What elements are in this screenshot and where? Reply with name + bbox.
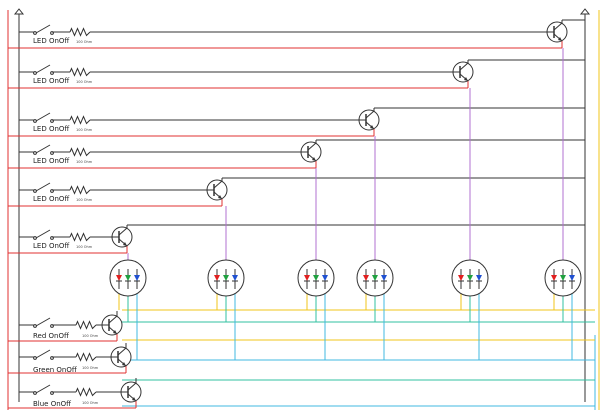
left-terminal — [13, 8, 25, 15]
rgb-led-5-diode-0 — [551, 275, 557, 281]
rgb-led-1-diode-0 — [214, 275, 220, 281]
right-terminal — [579, 8, 591, 15]
color-resistor-label-1: 100 Ohm — [82, 366, 99, 370]
led-switch-3-contact-a — [33, 151, 37, 155]
resistor-label-3: 100 Ohm — [76, 160, 93, 164]
row-transistor-4-arrow — [218, 195, 222, 199]
color-switch-1 — [35, 349, 51, 359]
row-transistor-5-collector — [118, 227, 128, 236]
resistor-1 — [69, 67, 91, 77]
color-switch-1-contact-a — [33, 356, 37, 360]
color-transistor-2-arrow — [132, 397, 136, 401]
color-resistor-label-0: 100 Ohm — [82, 334, 99, 338]
color-switch-label-0: Red OnOff — [33, 332, 69, 340]
row-transistor-3-collector — [307, 142, 317, 151]
resistor-label-0: 100 Ohm — [76, 40, 93, 44]
led-switch-0 — [35, 24, 51, 34]
rgb-led-2-diode-2 — [322, 275, 328, 281]
led-switch-5-contact-a — [33, 236, 37, 240]
led-switch-5 — [35, 229, 51, 239]
rgb-led-3-diode-1 — [372, 275, 378, 281]
color-switch-label-1: Green OnOff — [33, 366, 77, 374]
rgb-led-3-diode-2 — [381, 275, 387, 281]
led-switch-4 — [35, 182, 51, 192]
led-switch-2-contact-a — [33, 119, 37, 123]
color-switch-0-contact-a — [33, 324, 37, 328]
resistor-0 — [69, 27, 91, 37]
color-switch-2-contact-a — [33, 391, 37, 395]
rgb-led-0-diode-2 — [134, 275, 140, 281]
rgb-led-2-diode-0 — [304, 275, 310, 281]
led-switch-label-5: LED OnOff — [33, 242, 69, 250]
row-transistor-5-arrow — [123, 242, 127, 246]
color-resistor-0 — [75, 320, 97, 330]
color-switch-label-2: Blue OnOff — [33, 400, 71, 408]
color-resistor-1 — [75, 352, 97, 362]
resistor-3 — [69, 147, 91, 157]
led-switch-1-contact-a — [33, 71, 37, 75]
row-transistor-4-collector — [213, 180, 223, 189]
color-transistor-2-collector — [127, 382, 137, 391]
led-switch-label-1: LED OnOff — [33, 77, 69, 85]
led-switch-label-2: LED OnOff — [33, 125, 69, 133]
resistor-5 — [69, 232, 91, 242]
row-transistor-0-arrow — [558, 37, 562, 41]
rgb-led-2-diode-1 — [313, 275, 319, 281]
led-switch-2 — [35, 112, 51, 122]
rgb-led-4-diode-1 — [467, 275, 473, 281]
row-transistor-1-collector — [459, 62, 469, 71]
color-transistor-1-collector — [117, 347, 127, 356]
row-transistor-2-collector — [365, 110, 375, 119]
row-transistor-0-collector — [553, 22, 563, 31]
led-switch-label-0: LED OnOff — [33, 37, 69, 45]
rgb-led-0-diode-1 — [125, 275, 131, 281]
row-transistor-3-arrow — [312, 157, 316, 161]
rgb-led-5-diode-2 — [569, 275, 575, 281]
led-switch-3 — [35, 144, 51, 154]
led-switch-label-4: LED OnOff — [33, 195, 69, 203]
color-resistor-label-2: 100 Ohm — [82, 401, 99, 405]
rgb-led-1-diode-2 — [232, 275, 238, 281]
led-switch-4-contact-a — [33, 189, 37, 193]
color-resistor-2 — [75, 387, 97, 397]
resistor-label-2: 100 Ohm — [76, 128, 93, 132]
rgb-led-5-diode-1 — [560, 275, 566, 281]
color-transistor-0-arrow — [113, 330, 117, 334]
resistor-label-4: 100 Ohm — [76, 198, 93, 202]
row-transistor-2-arrow — [370, 125, 374, 129]
resistor-2 — [69, 115, 91, 125]
led-switch-1 — [35, 64, 51, 74]
row-transistor-1-arrow — [464, 77, 468, 81]
led-switch-0-contact-a — [33, 31, 37, 35]
resistor-4 — [69, 185, 91, 195]
color-switch-0 — [35, 317, 51, 327]
rgb-led-4-diode-0 — [458, 275, 464, 281]
color-switch-2 — [35, 384, 51, 394]
rgb-led-4-diode-2 — [476, 275, 482, 281]
rgb-led-3-diode-0 — [363, 275, 369, 281]
led-switch-label-3: LED OnOff — [33, 157, 69, 165]
resistor-label-1: 100 Ohm — [76, 80, 93, 84]
color-transistor-1-arrow — [122, 362, 126, 366]
color-transistor-0-collector — [108, 315, 118, 324]
rgb-led-1-diode-1 — [223, 275, 229, 281]
rgb-led-0-diode-0 — [116, 275, 122, 281]
resistor-label-5: 100 Ohm — [76, 245, 93, 249]
